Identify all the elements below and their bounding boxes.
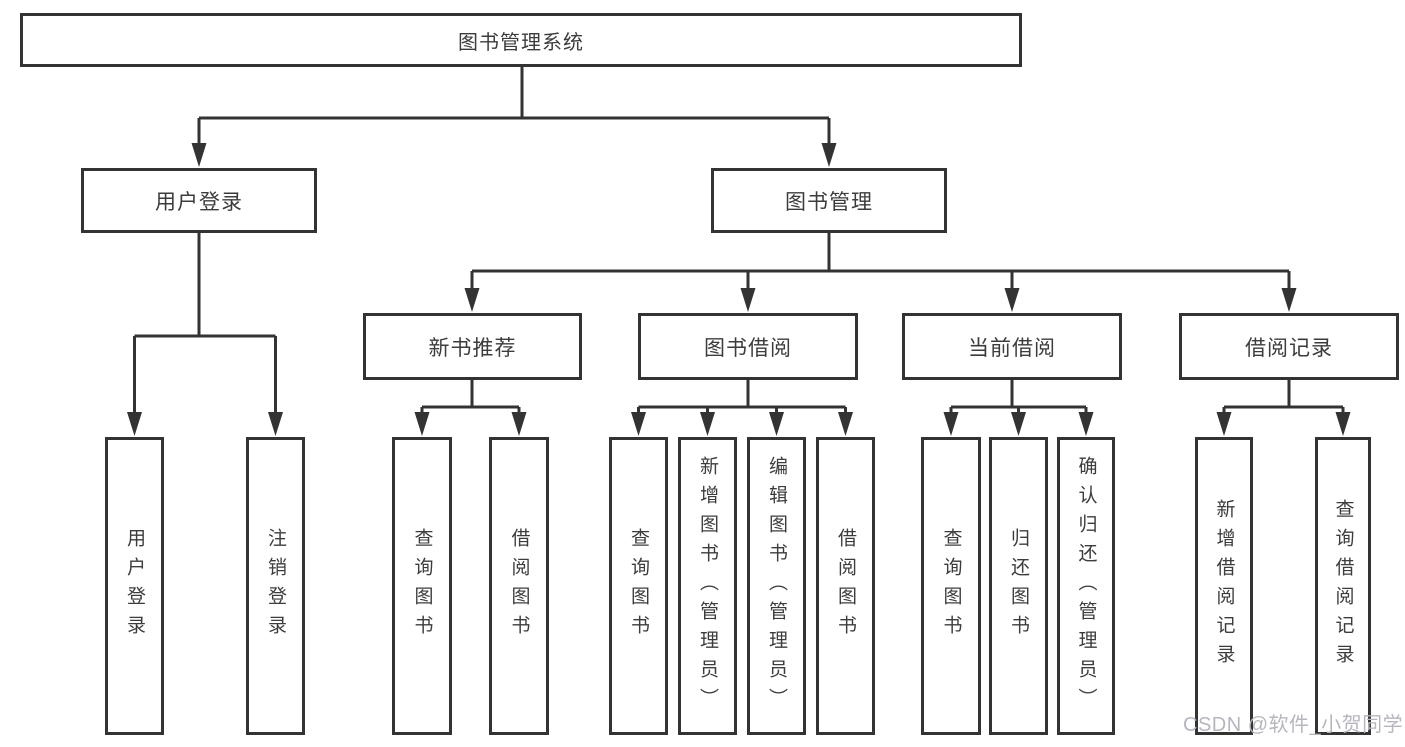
node-leaf-borrow-books: 借阅图书 [816,437,875,735]
node-leaf-add-books-admin: 新增图书（管理员） [678,437,737,735]
node-leaf-logout: 注销登录 [246,437,305,735]
connector-newbook-to-leaves [420,380,521,413]
node-leaf-edit-books-admin: 编辑图书（管理员） [747,437,806,735]
arrowhead [631,412,646,436]
leaf-label: 确认归还（管理员） [1075,455,1097,717]
node-leaf-return-books: 归还图书 [989,437,1048,735]
arrowhead [1216,412,1232,436]
arrowhead [1335,412,1351,436]
node-leaf-query-books-borrowing: 查询图书 [609,437,668,735]
arrowhead [700,412,715,436]
arrowhead [943,412,959,436]
leaf-label: 归还图书 [1008,528,1029,644]
node-leaf-confirm-return-admin: 确认归还（管理员） [1057,437,1115,735]
connector-userlogin-to-leaves [133,233,277,413]
leaf-label: 借阅图书 [508,528,530,644]
arrowhead [464,288,480,312]
leaf-label: 用户登录 [124,528,145,644]
leaf-label: 新增图书（管理员） [697,455,718,717]
arrowheads [127,143,1351,436]
leaf-label: 借阅图书 [835,528,856,644]
csdn-watermark: CSDN @软件_小贺同学 [1183,714,1404,736]
node-leaf-query-borrow-record: 查询借阅记录 [1315,437,1371,735]
arrowhead [1004,288,1020,312]
node-leaf-add-borrow-record: 新增借阅记录 [1195,437,1253,735]
arrowhead [414,412,430,436]
node-leaf-query-books-recommend: 查询图书 [392,437,452,735]
leaf-label: 编辑图书（管理员） [766,455,787,717]
node-new-book-recommendation: 新书推荐 [363,313,582,380]
arrowhead [821,143,837,167]
arrowhead [127,412,142,436]
node-root-library-management-system: 图书管理系统 [20,13,1022,67]
leaf-label: 查询图书 [940,528,962,644]
arrowhead [1011,412,1026,436]
arrowhead [740,288,756,312]
connector-bookmgmt-to-level3 [470,233,1291,289]
arrowhead [191,143,207,167]
connector-paths [133,67,1345,413]
arrowhead [838,412,853,436]
leaf-label: 查询借阅记录 [1332,499,1354,673]
leaf-label: 查询图书 [628,528,649,644]
connector-currentborrow-to-leaves [949,380,1088,413]
arrowhead [1281,288,1297,312]
connector-root-to-level2 [197,67,831,144]
node-book-borrowing: 图书借阅 [638,313,858,380]
node-leaf-query-books-current: 查询图书 [921,437,981,735]
node-book-management: 图书管理 [711,168,947,233]
node-leaf-borrow-books-recommend: 借阅图书 [489,437,549,735]
arrowhead [268,412,283,436]
leaf-label: 新增借阅记录 [1213,499,1235,673]
connector-borrowrecords-to-leaves [1222,380,1345,413]
connector-bookborrow-to-leaves [637,380,847,413]
node-leaf-user-login: 用户登录 [105,437,164,735]
arrowhead [511,412,527,436]
leaf-label: 查询图书 [411,528,433,644]
arrowhead [769,412,784,436]
node-borrowing-records: 借阅记录 [1179,313,1399,380]
node-current-borrowing: 当前借阅 [902,313,1122,380]
arrowhead [1078,412,1094,436]
node-user-login: 用户登录 [81,168,317,233]
leaf-label: 注销登录 [265,528,286,644]
